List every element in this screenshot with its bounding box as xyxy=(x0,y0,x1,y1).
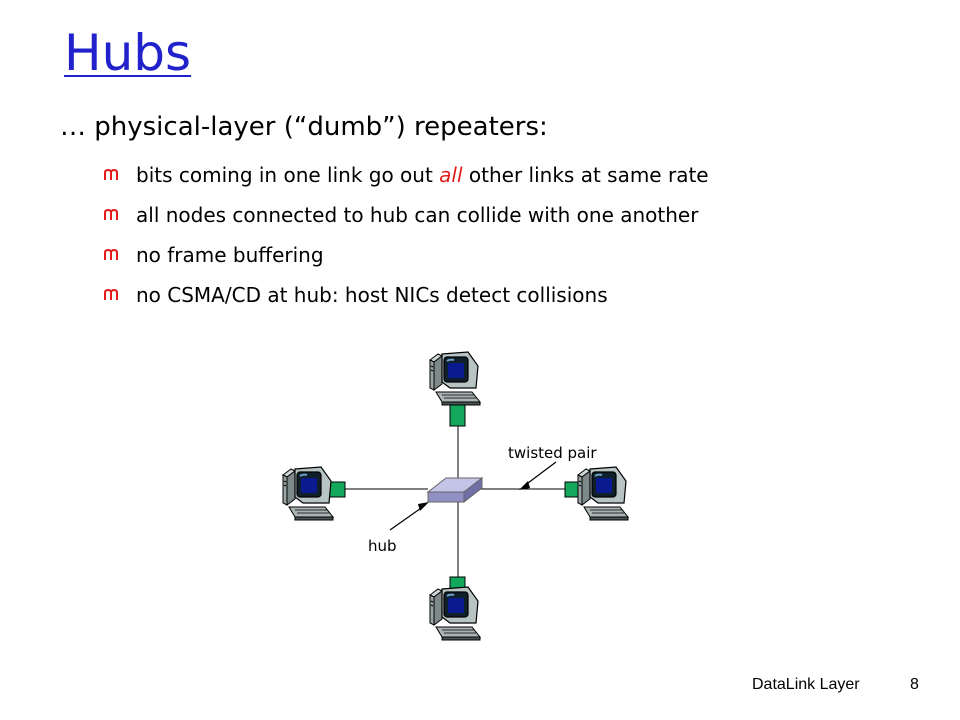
hub-arrow xyxy=(389,502,429,531)
bullet-list: bits coming in one link go out all other… xyxy=(104,155,709,315)
twisted-pair-label: twisted pair xyxy=(508,444,597,462)
hub-label: hub xyxy=(368,537,397,555)
computer-icon xyxy=(429,586,481,641)
bullet-item: no CSMA/CD at hub: host NICs detect coll… xyxy=(104,275,709,315)
bullet-text-post: other links at same rate xyxy=(462,163,709,187)
page-number: 8 xyxy=(910,676,919,693)
bullet-text-pre: bits coming in one link go out xyxy=(136,163,440,187)
twisted-pair-cables xyxy=(345,425,565,577)
bullet-item: all nodes connected to hub can collide w… xyxy=(104,195,709,235)
twisted-pair-arrow xyxy=(519,461,557,490)
computer-icon xyxy=(429,351,481,406)
slide-title: Hubs xyxy=(64,24,192,82)
computer-icon xyxy=(282,466,334,521)
bullet-text: no frame buffering xyxy=(136,243,324,267)
m-bullet-icon xyxy=(104,169,118,180)
m-bullet-icon xyxy=(104,249,118,260)
m-bullet-icon xyxy=(104,289,118,300)
bullet-text: all nodes connected to hub can collide w… xyxy=(136,203,699,227)
nic-connector xyxy=(449,404,466,427)
hub-icon xyxy=(426,476,484,504)
bullet-item: no frame buffering xyxy=(104,235,709,275)
intro-text: … physical-layer (“dumb”) repeaters: xyxy=(60,112,548,142)
bullet-text: no CSMA/CD at hub: host NICs detect coll… xyxy=(136,283,608,307)
footer-chapter-label: DataLink Layer xyxy=(752,676,860,693)
bullet-item: bits coming in one link go out all other… xyxy=(104,155,709,195)
m-bullet-icon xyxy=(104,209,118,220)
computer-icon xyxy=(577,466,629,521)
bullet-emphasis: all xyxy=(439,163,463,187)
